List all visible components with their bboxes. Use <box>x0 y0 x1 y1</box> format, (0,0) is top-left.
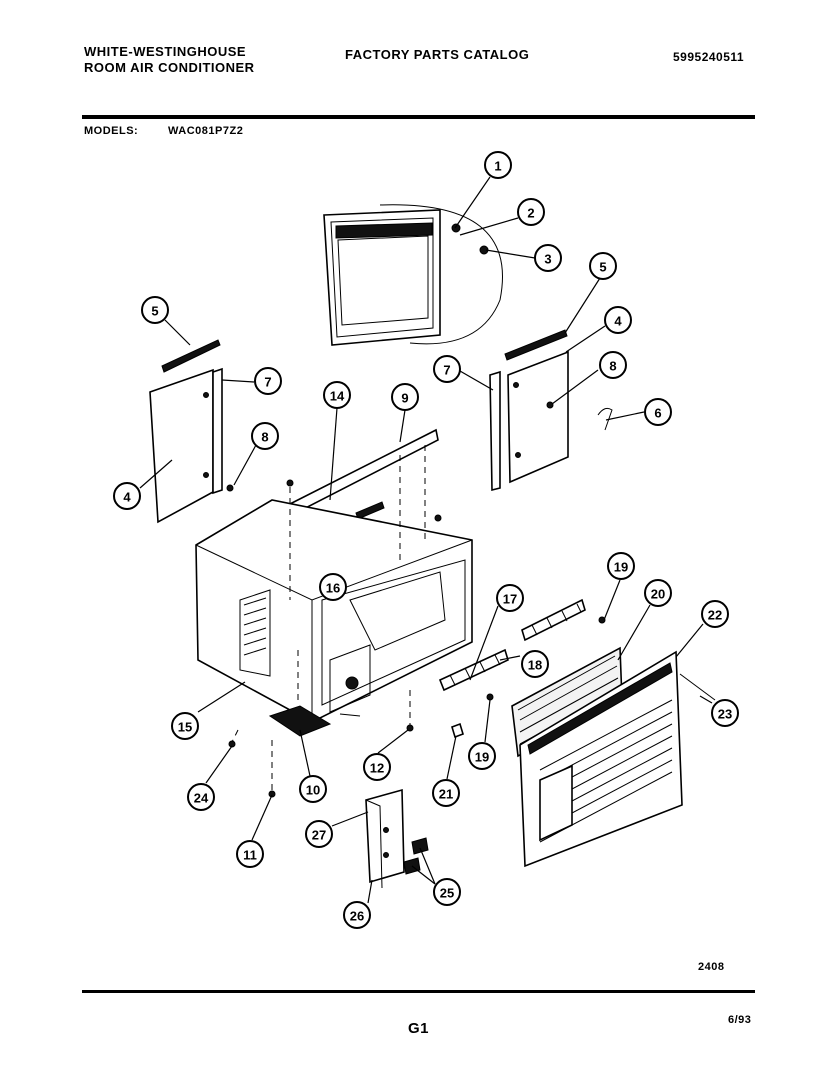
callout-label: 5 <box>151 304 158 319</box>
callout-19-bottom: 19 <box>468 742 496 770</box>
callout-label: 10 <box>306 783 320 798</box>
callout-label: 1 <box>494 159 501 174</box>
callout-5-right: 5 <box>589 252 617 280</box>
date-code: 6/93 <box>728 1014 752 1026</box>
top-front-panel <box>323 204 503 346</box>
callout-16: 16 <box>319 573 347 601</box>
callout-4-left: 4 <box>113 482 141 510</box>
callout-label: 8 <box>261 430 268 445</box>
callout-23: 23 <box>711 699 739 727</box>
callout-label: 2 <box>527 206 534 221</box>
mounting-bracket <box>365 788 429 889</box>
models-label: MODELS: <box>84 125 139 137</box>
callout-label: 20 <box>651 587 665 602</box>
callout-label: 3 <box>544 252 551 267</box>
callout-18: 18 <box>521 650 549 678</box>
callout-label: 24 <box>194 791 209 806</box>
brand-line-2: ROOM AIR CONDITIONER <box>84 60 255 75</box>
callout-10: 10 <box>299 775 327 803</box>
callout-12: 12 <box>363 753 391 781</box>
callout-3: 3 <box>534 244 562 272</box>
callout-label: 23 <box>718 707 732 722</box>
callout-20: 20 <box>644 579 672 607</box>
drawing-number: 2408 <box>698 961 725 973</box>
callout-label: 17 <box>503 592 517 607</box>
callout-label: 19 <box>475 750 489 765</box>
footer-rule <box>82 990 755 993</box>
callout-label: 25 <box>440 886 454 901</box>
callout-label: 11 <box>243 848 257 863</box>
callout-label: 4 <box>614 314 622 329</box>
left-side-panel <box>149 339 234 524</box>
front-grille <box>519 650 716 868</box>
callout-15: 15 <box>171 712 199 740</box>
callout-label: 5 <box>599 260 606 275</box>
callout-label: 21 <box>439 787 453 802</box>
callout-label: 7 <box>264 375 271 390</box>
callout-label: 22 <box>708 608 722 623</box>
catalog-number: 5995240511 <box>673 50 745 64</box>
callout-label: 9 <box>401 391 408 406</box>
callout-11: 11 <box>236 840 264 868</box>
callout-14: 14 <box>323 381 351 409</box>
callout-9: 9 <box>391 383 419 411</box>
callout-label: 8 <box>609 359 616 374</box>
callout-label: 19 <box>614 560 628 575</box>
callout-label: 27 <box>312 828 326 843</box>
callout-4-right: 4 <box>604 306 632 334</box>
callout-8-left: 8 <box>251 422 279 450</box>
callout-label: 4 <box>123 490 131 505</box>
callout-6: 6 <box>644 398 672 426</box>
page-id: G1 <box>408 1020 430 1037</box>
callout-5-left: 5 <box>141 296 169 324</box>
callout-25: 25 <box>433 878 461 906</box>
base-pan <box>268 705 361 737</box>
catalog-title: FACTORY PARTS CATALOG <box>345 47 530 62</box>
callout-24: 24 <box>187 783 215 811</box>
callout-21: 21 <box>432 779 460 807</box>
right-side-panel <box>489 329 613 492</box>
callout-17: 17 <box>496 584 524 612</box>
callout-label: 18 <box>528 658 542 673</box>
callout-7-left: 7 <box>254 367 282 395</box>
callout-label: 12 <box>370 761 384 776</box>
callout-label: 16 <box>326 581 340 596</box>
brand-line-1: WHITE-WESTINGHOUSE <box>84 44 247 59</box>
callout-22: 22 <box>701 600 729 628</box>
cabinet-housing <box>195 499 473 723</box>
callout-19-top: 19 <box>607 552 635 580</box>
models-value: WAC081P7Z2 <box>168 125 244 137</box>
header-rule <box>82 115 755 119</box>
callout-8-right: 8 <box>599 351 627 379</box>
hardware-fasteners <box>228 223 606 798</box>
assembly-guide-lines <box>231 445 426 790</box>
callout-26: 26 <box>343 901 371 929</box>
callout-7-right: 7 <box>433 355 461 383</box>
callout-label: 7 <box>443 363 450 378</box>
callout-1: 1 <box>484 151 512 179</box>
callout-2: 2 <box>517 198 545 226</box>
callout-27: 27 <box>305 820 333 848</box>
callout-label: 26 <box>350 909 364 924</box>
callout-label: 6 <box>654 406 661 421</box>
leader-lines <box>139 176 713 904</box>
callout-label: 14 <box>330 389 345 404</box>
callout-label: 15 <box>178 720 192 735</box>
